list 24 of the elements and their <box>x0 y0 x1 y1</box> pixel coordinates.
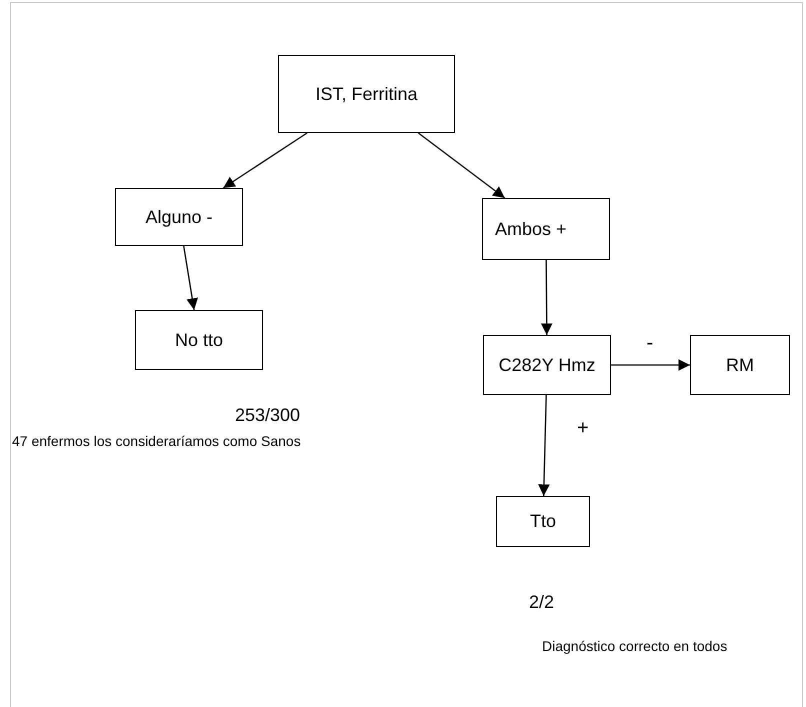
box-label: Tto <box>530 510 556 533</box>
box-label: C282Y Hmz <box>498 354 596 376</box>
box-label: No tto <box>174 328 224 352</box>
process-box <box>278 55 455 133</box>
box-label: RM <box>726 354 754 376</box>
box-label: Alguno - <box>145 206 213 229</box>
arrow <box>611 359 690 371</box>
note-text: 47 enfermos los consideraríamos como Sanos <box>12 432 302 451</box>
arrow <box>418 132 506 199</box>
process-box <box>690 335 790 395</box>
arrow <box>183 246 198 310</box>
process-box <box>135 310 263 370</box>
box-label: Ambos + <box>495 218 567 240</box>
process-box <box>496 496 590 547</box>
note-text: Diagnóstico correcto en todos <box>542 637 728 656</box>
note-text: 2/2 <box>529 591 556 614</box>
process-box <box>482 198 610 260</box>
arrow <box>222 132 308 189</box>
box-label: IST, Ferritina <box>315 82 418 106</box>
process-box <box>115 188 243 246</box>
process-box <box>483 335 611 395</box>
arrow <box>538 394 550 496</box>
note-text: 253/300 <box>235 404 302 427</box>
arrow <box>540 260 553 335</box>
